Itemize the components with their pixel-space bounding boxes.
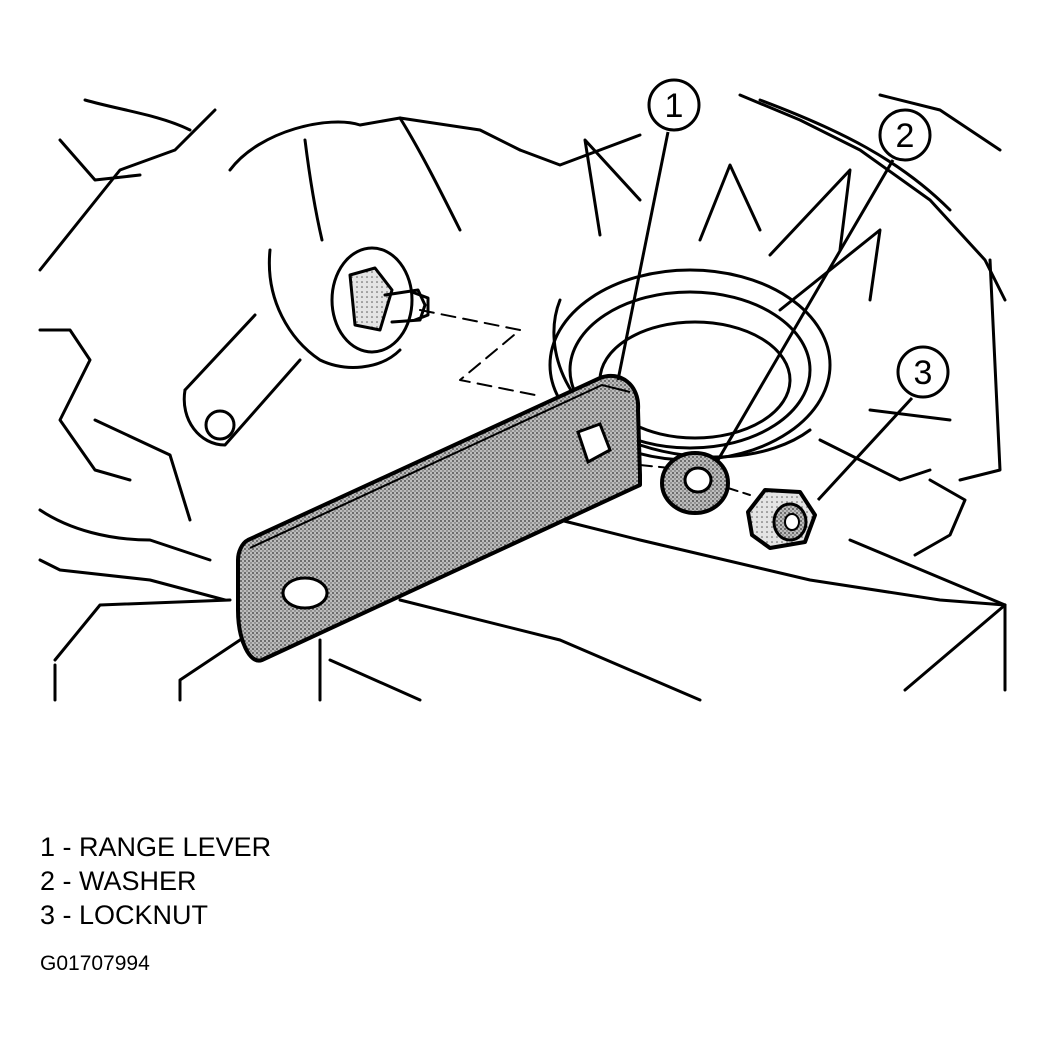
figure-id: G01707994 — [40, 952, 150, 975]
range-lever-diagram: 1 2 3 — [38, 78, 1007, 702]
leader-line-3 — [816, 396, 914, 502]
leader-line-2 — [716, 159, 895, 461]
callout-3: 3 — [896, 345, 950, 399]
legend-label: WASHER — [79, 866, 197, 896]
legend-item: 2 - WASHER — [40, 864, 271, 898]
legend-separator: - — [55, 832, 80, 862]
legend-label: LOCKNUT — [79, 900, 209, 930]
legend: 1 - RANGE LEVER 2 - WASHER 3 - LOCKNUT — [40, 830, 271, 932]
callout-1-number: 1 — [665, 87, 684, 125]
transfer-case-housing — [38, 93, 1007, 702]
legend-label: RANGE LEVER — [79, 832, 272, 862]
callout-2-number: 2 — [896, 117, 915, 155]
callout-2: 2 — [878, 108, 932, 162]
legend-number: 2 — [40, 866, 56, 896]
washer — [660, 451, 730, 515]
callout-1: 1 — [647, 78, 701, 132]
leader-line-1 — [616, 131, 670, 381]
legend-separator: - — [55, 900, 80, 930]
callout-3-number: 3 — [914, 354, 933, 392]
legend-number: 3 — [40, 900, 56, 930]
lever-pivot-hole — [281, 576, 329, 610]
legend-separator: - — [55, 866, 80, 896]
legend-number: 1 — [40, 832, 56, 862]
legend-item: 1 - RANGE LEVER — [40, 830, 271, 864]
legend-item: 3 - LOCKNUT — [40, 898, 271, 932]
locknut — [746, 488, 817, 550]
range-lever — [236, 373, 642, 663]
lever-shaft-slot — [576, 422, 612, 465]
